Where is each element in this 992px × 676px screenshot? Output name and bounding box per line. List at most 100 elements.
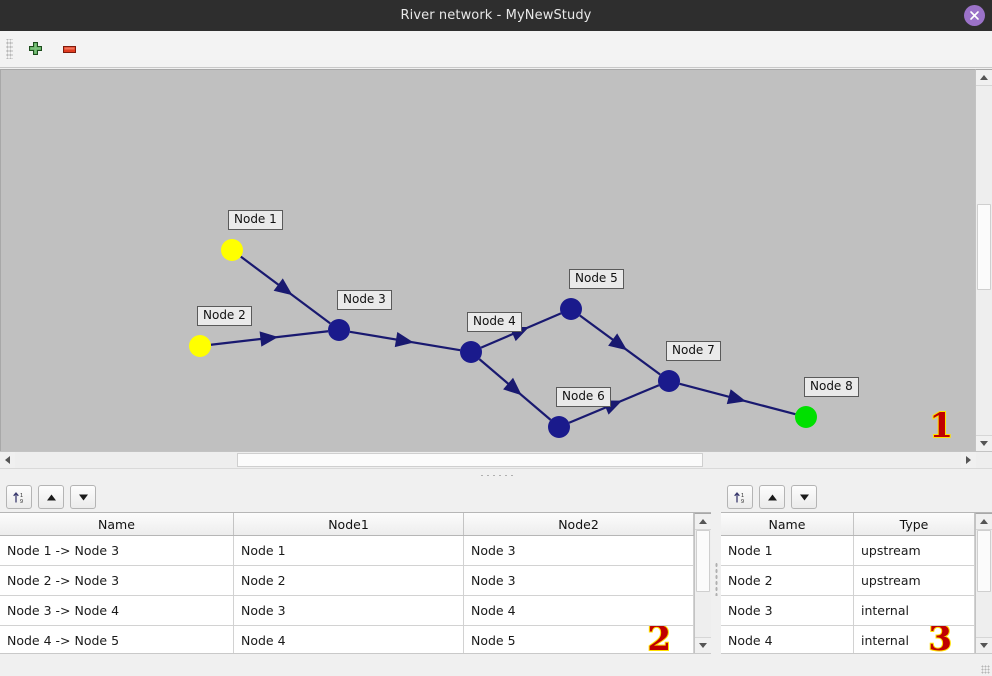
reaches-vscroll-track[interactable]	[695, 530, 711, 637]
column-header-name[interactable]: Name	[721, 513, 854, 535]
reaches-vscroll-thumb[interactable]	[696, 530, 710, 592]
node-label-node-4[interactable]: Node 4	[467, 312, 522, 332]
sort-ascending-icon[interactable]: 1 9	[727, 485, 753, 509]
cell-node1[interactable]: Node 2	[234, 566, 464, 596]
graph-scroll-right-button[interactable]	[961, 452, 976, 468]
chevron-up-icon	[980, 519, 988, 524]
graph-scroll-up-button[interactable]	[976, 70, 992, 86]
network-graph-panel: Node 1 Node 2 Node 3 Node 4 Node 5 Node 6 Node…	[0, 68, 992, 468]
graph-hscroll-thumb[interactable]	[237, 453, 703, 467]
graph-vscroll-thumb[interactable]	[977, 204, 991, 290]
network-canvas[interactable]: Node 1 Node 2 Node 3 Node 4 Node 5 Node 6 Node…	[0, 69, 975, 451]
annotation-marker-1: 1	[928, 406, 954, 446]
node-label-node-3[interactable]: Node 3	[337, 290, 392, 310]
graph-horizontal-scrollbar[interactable]	[0, 451, 992, 468]
svg-text:1: 1	[20, 493, 23, 499]
node-label-node-5[interactable]: Node 5	[569, 269, 624, 289]
graph-scroll-left-button[interactable]	[0, 452, 15, 468]
column-header-name[interactable]: Name	[0, 513, 234, 535]
toolbar	[0, 31, 992, 68]
splitter-grip-dots	[479, 474, 513, 477]
cell-type[interactable]: internal	[854, 596, 975, 626]
nodes-statusbar	[721, 653, 992, 676]
node-label-node-8[interactable]: Node 8	[804, 377, 859, 397]
arrow-up-icon[interactable]	[38, 485, 64, 509]
cell-name[interactable]: Node 3 -> Node 4	[0, 596, 234, 626]
arrow-down-icon[interactable]	[791, 485, 817, 509]
reaches-scroll-up-button[interactable]	[695, 514, 711, 530]
cell-name[interactable]: Node 1 -> Node 3	[0, 536, 234, 566]
node-label-node-7[interactable]: Node 7	[666, 341, 721, 361]
resize-grip[interactable]	[981, 665, 990, 674]
cell-name[interactable]: Node 4	[721, 626, 854, 653]
reaches-statusbar	[0, 653, 711, 676]
nodes-vscroll-track[interactable]	[976, 530, 992, 637]
add-plus-icon[interactable]	[21, 35, 49, 63]
reaches-scroll-down-button[interactable]	[695, 637, 711, 653]
window-title: River network - MyNewStudy	[400, 8, 592, 23]
chevron-up-icon	[980, 75, 988, 80]
node-label-node-1[interactable]: Node 1	[228, 210, 283, 230]
graph-vertical-scrollbar[interactable]	[975, 69, 992, 451]
cell-name[interactable]: Node 4 -> Node 5	[0, 626, 234, 653]
cell-name[interactable]: Node 1	[721, 536, 854, 566]
nodes-scroll-down-button[interactable]	[976, 637, 992, 653]
splitter-grip-dots	[715, 562, 718, 596]
graph-vscroll-track[interactable]	[976, 86, 992, 435]
scrollbar-corner	[976, 452, 992, 468]
nodes-vscroll-thumb[interactable]	[977, 530, 991, 592]
graph-scroll-down-button[interactable]	[976, 435, 992, 451]
node-label-node-2[interactable]: Node 2	[197, 306, 252, 326]
annotation-marker-2: 2	[646, 626, 672, 653]
reaches-vertical-scrollbar[interactable]	[694, 513, 711, 653]
arrow-down-icon[interactable]	[70, 485, 96, 509]
column-header-node2[interactable]: Node2	[464, 513, 694, 535]
nodes-vertical-scrollbar[interactable]	[975, 513, 992, 653]
vertical-splitter[interactable]	[711, 482, 721, 676]
nodes-scroll-up-button[interactable]	[976, 514, 992, 530]
node-label-node-6[interactable]: Node 6	[556, 387, 611, 407]
cell-name[interactable]: Node 3	[721, 596, 854, 626]
toolbar-grip[interactable]	[6, 39, 13, 59]
cell-node2[interactable]: Node 3	[464, 536, 694, 566]
cell-node2[interactable]: Node 3	[464, 566, 694, 596]
nodes-toolbar: 1 9	[721, 482, 992, 512]
cell-node1[interactable]: Node 4	[234, 626, 464, 653]
svg-text:9: 9	[741, 499, 744, 505]
sort-ascending-icon[interactable]: 1 9	[6, 485, 32, 509]
column-header-node1[interactable]: Node1	[234, 513, 464, 535]
cell-type[interactable]: upstream	[854, 566, 975, 596]
close-icon[interactable]	[964, 5, 985, 26]
cell-node2[interactable]: Node 4	[464, 596, 694, 626]
cell-type[interactable]: upstream	[854, 536, 975, 566]
annotation-marker-3: 3	[927, 626, 953, 653]
cell-node1[interactable]: Node 1	[234, 536, 464, 566]
column-header-type[interactable]: Type	[854, 513, 975, 535]
arrow-up-icon[interactable]	[759, 485, 785, 509]
horizontal-splitter[interactable]	[0, 468, 992, 482]
cell-name[interactable]: Node 2 -> Node 3	[0, 566, 234, 596]
cell-node1[interactable]: Node 3	[234, 596, 464, 626]
remove-minus-icon[interactable]	[55, 35, 83, 63]
cell-name[interactable]: Node 2	[721, 566, 854, 596]
graph-hscroll-track[interactable]	[15, 452, 961, 468]
